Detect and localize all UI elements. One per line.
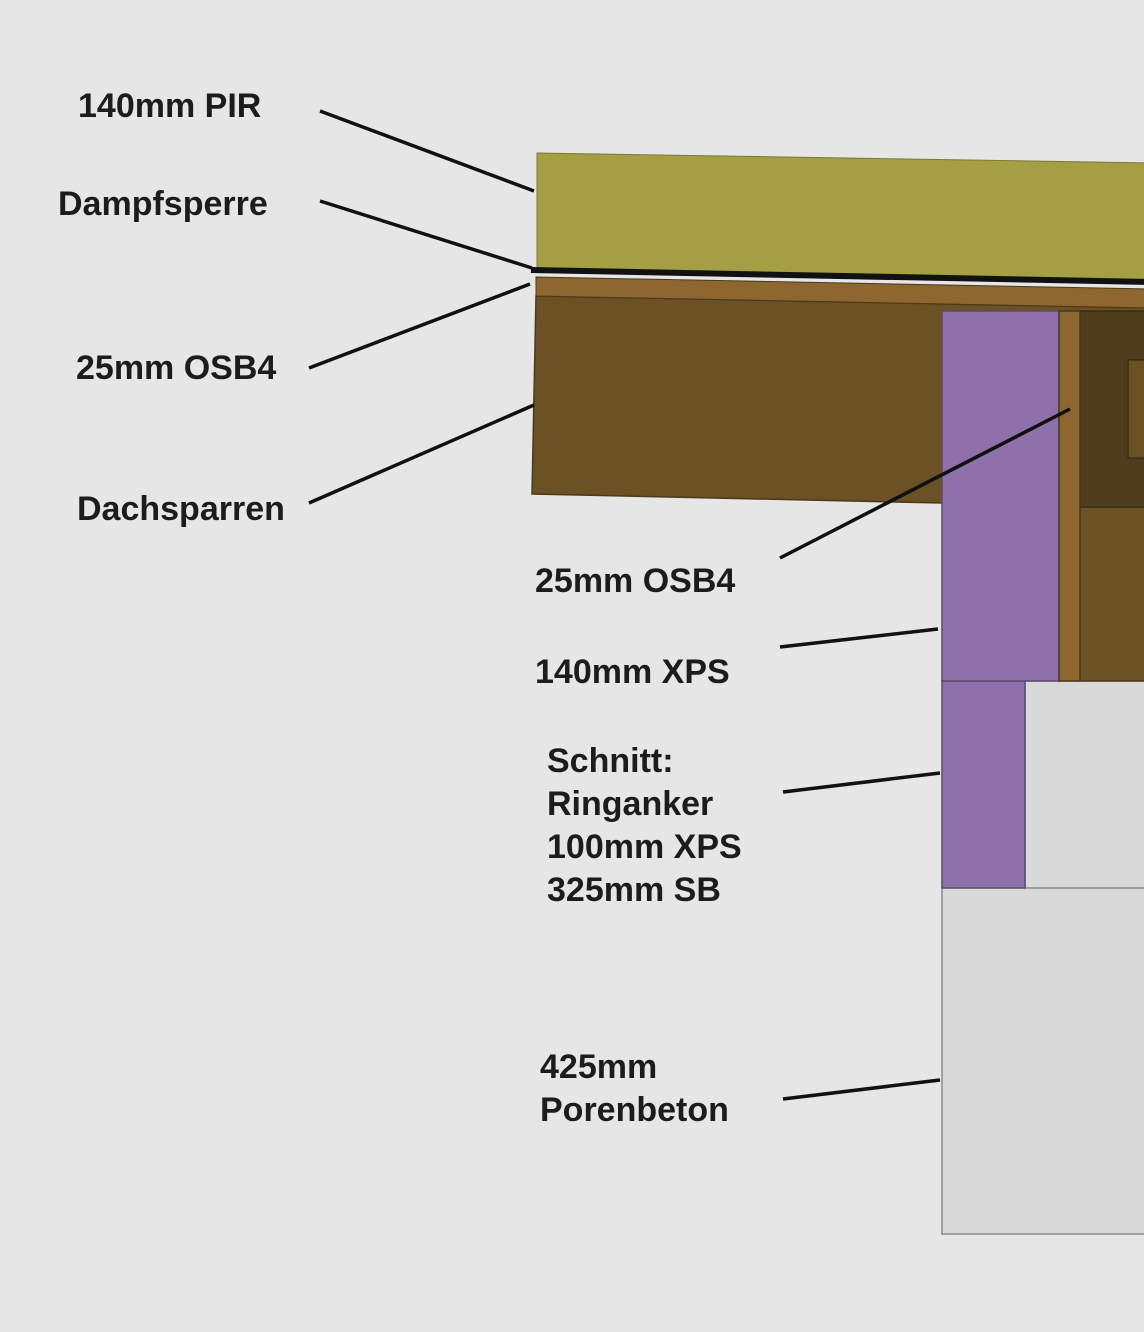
leader-pir — [319, 109, 535, 193]
pir-insulation — [536, 152, 1144, 282]
ringanker-block — [1024, 680, 1144, 889]
vapor-barrier-line — [530, 267, 1144, 285]
osb-wall-board — [1058, 310, 1081, 682]
leader-section — [782, 771, 941, 794]
label-osb-roof: 25mm OSB4 — [76, 349, 277, 387]
top-plate-inner — [1127, 359, 1144, 459]
xps-140-layer — [941, 310, 1060, 682]
label-porenbeton-line-1: 425mm — [540, 1048, 658, 1086]
xps-100-layer — [941, 680, 1026, 889]
label-pir: 140mm PIR — [78, 87, 262, 125]
label-section-line-3: 100mm XPS — [547, 828, 742, 866]
label-section-line-4: 325mm SB — [547, 871, 721, 909]
leader-xps-wall — [779, 627, 939, 649]
porenbeton-block — [941, 886, 1144, 1235]
leader-rafters — [308, 403, 535, 505]
label-section-line-1: Schnitt: — [547, 742, 674, 780]
label-porenbeton: 425mm Porenbeton — [540, 1046, 729, 1132]
label-vapor-barrier: Dampfsperre — [58, 185, 268, 223]
label-xps-wall: 140mm XPS — [535, 653, 730, 691]
label-porenbeton-line-2: Porenbeton — [540, 1091, 729, 1129]
leader-osb-roof — [308, 282, 531, 370]
label-section: Schnitt: Ringanker 100mm XPS 325mm SB — [547, 740, 742, 912]
label-osb-wall: 25mm OSB4 — [535, 562, 736, 600]
label-section-line-2: Ringanker — [547, 785, 714, 823]
leader-vapor-barrier — [319, 199, 533, 270]
leader-osb-wall — [779, 407, 1071, 560]
label-rafters: Dachsparren — [77, 490, 285, 528]
leader-porenbeton — [782, 1078, 941, 1101]
osb-roof-board — [535, 276, 1144, 309]
